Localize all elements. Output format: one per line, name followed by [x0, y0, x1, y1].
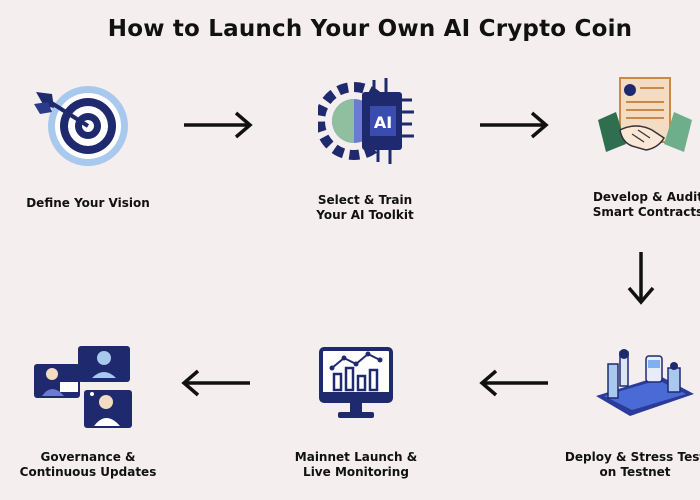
step-label-mainnet-launch: Mainnet Launch & Live Monitoring	[294, 450, 418, 479]
step-label-select-train: Select & Train Your AI Toolkit	[316, 193, 414, 222]
ai-chip-icon: AI	[315, 74, 418, 172]
arrow-right-icon	[478, 110, 550, 144]
ai-chip-text: AI	[374, 113, 392, 132]
diagram-title: How to Launch Your Own AI Crypto Coin	[107, 16, 633, 42]
target-icon	[30, 80, 130, 174]
arrow-right-icon	[182, 110, 254, 144]
robotic-arm-icon	[590, 346, 700, 424]
arrow-left-icon	[180, 368, 252, 402]
step-label-define-vision: Define Your Vision	[26, 196, 150, 210]
arrow-down-icon	[626, 250, 656, 310]
arrow-left-icon	[478, 368, 550, 402]
team-collaboration-icon	[32, 342, 136, 436]
step-label-develop-audit: Develop & Audit Smart Contracts	[592, 190, 700, 219]
step-label-governance: Governance & Continuous Updates	[19, 450, 157, 479]
step-label-deploy-test: Deploy & Stress Test on Testnet	[564, 450, 700, 479]
handshake-contract-icon	[596, 74, 700, 174]
monitor-chart-icon	[318, 346, 394, 428]
